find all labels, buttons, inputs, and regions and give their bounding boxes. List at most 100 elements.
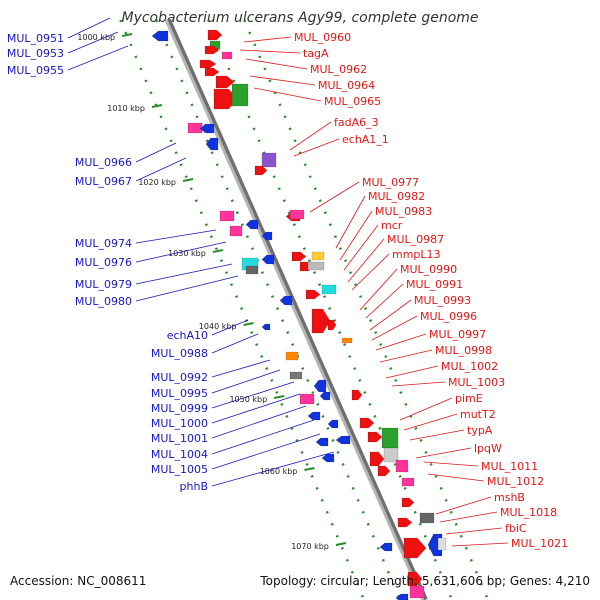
gene-arrow — [229, 225, 243, 237]
gene-arrow — [204, 45, 220, 55]
left-gene-label: MUL_0974 — [75, 237, 132, 250]
scale-tick-label: 1050 kbp — [229, 395, 267, 404]
right-gene-label: MUL_0997 — [429, 328, 486, 341]
gene-arrow — [187, 122, 203, 134]
right-leader-line — [391, 381, 446, 387]
left-leader-line — [211, 419, 315, 455]
right-gene-label: MUL_1002 — [441, 360, 498, 373]
gene-arrow — [327, 319, 337, 331]
right-gene-label: fadA6_3 — [334, 116, 379, 129]
right-leader-line — [289, 121, 332, 151]
right-outer-track — [243, 19, 490, 600]
scale-tick-mark — [212, 249, 224, 253]
left-gene-label: MUL_1001 — [151, 432, 208, 445]
left-inner-track — [155, 19, 402, 600]
right-gene-label: MUL_0987 — [387, 233, 444, 246]
left-leader-line — [211, 333, 259, 354]
left-gene-label: MUL_0955 — [7, 64, 64, 77]
gene-arrow — [219, 210, 235, 222]
right-gene-label: mshB — [494, 491, 525, 504]
left-gene-label: MUL_0979 — [75, 278, 132, 291]
gene-arrow — [401, 497, 415, 508]
right-gene-label: MUL_0996 — [420, 310, 477, 323]
right-gene-label: MUL_0998 — [435, 344, 492, 357]
gene-arrow — [351, 389, 363, 401]
gene-arrow — [409, 585, 425, 599]
gene-arrow — [261, 254, 275, 265]
left-gene-label: MUL_0966 — [75, 156, 132, 169]
gene-arrow — [315, 437, 329, 447]
gene-arrow — [261, 152, 277, 168]
scale-tick-label: 1030 kbp — [168, 249, 206, 258]
right-gene-label: mutT2 — [460, 408, 496, 421]
right-gene-label: MUL_0993 — [414, 294, 471, 307]
right-leader-line — [379, 349, 433, 363]
right-gene-label: MUL_0964 — [318, 79, 375, 92]
left-leader-line — [135, 229, 217, 244]
left-gene-label: MUL_1000 — [151, 417, 208, 430]
gene-arrow — [321, 284, 337, 295]
right-leader-line — [371, 315, 418, 341]
right-leader-line — [343, 224, 379, 271]
right-gene-label: MUL_1018 — [500, 506, 557, 519]
left-leader-line — [67, 45, 129, 71]
right-gene-label: MUL_0983 — [375, 205, 432, 218]
gene-arrow — [369, 451, 385, 467]
left-gene-label: MUL_0992 — [151, 371, 208, 384]
backbone-shadow — [165, 18, 428, 600]
right-leader-line — [423, 461, 479, 467]
right-leader-line — [351, 253, 390, 291]
topology-text: Topology: circular; Length: 5,631,606 bp… — [260, 574, 590, 588]
accession-text: Accession: NC_008611 — [10, 574, 147, 588]
gene-arrow — [395, 593, 409, 600]
gene-arrow — [341, 337, 353, 344]
right-gene-label: MUL_0982 — [368, 190, 425, 203]
gene-arrow — [313, 379, 327, 393]
right-leader-line — [375, 333, 427, 351]
left-gene-label: MUL_0999 — [151, 402, 208, 415]
gene-arrow — [291, 251, 307, 262]
gene-arrow — [254, 165, 268, 176]
scale-tick-mark — [243, 322, 254, 326]
right-gene-label: tagA — [303, 47, 329, 60]
left-outer-track — [119, 19, 366, 600]
gene-arrow — [311, 308, 331, 334]
left-gene-label: MUL_1005 — [151, 463, 208, 476]
gene-arrow — [379, 542, 393, 552]
right-leader-line — [309, 181, 360, 213]
left-leader-line — [135, 157, 187, 182]
left-leader-line — [135, 275, 239, 302]
right-leader-line — [369, 299, 412, 331]
right-gene-label: MUL_0977 — [362, 176, 419, 189]
scale-tick-label: 1040 kbp — [199, 322, 237, 331]
left-leader-line — [211, 393, 301, 424]
gene-arrow — [261, 231, 273, 241]
gene-arrow — [245, 219, 259, 230]
right-gene-label: MUL_0962 — [310, 63, 367, 76]
right-gene-label: fbiC — [505, 522, 527, 535]
right-leader-line — [239, 49, 301, 54]
right-gene-label: MUL_0965 — [324, 95, 381, 108]
right-leader-line — [365, 283, 404, 319]
gene-arrow — [307, 261, 325, 271]
gene-arrow — [419, 512, 435, 524]
gene-arrow — [401, 477, 415, 487]
right-leader-line — [293, 138, 340, 157]
right-leader-line — [409, 429, 465, 441]
gene-arrow — [151, 30, 169, 42]
right-gene-label: MUL_1012 — [487, 475, 544, 488]
right-leader-line — [347, 238, 385, 283]
gene-arrow — [359, 417, 375, 429]
right-leader-line — [249, 75, 316, 86]
right-gene-label: pimE — [455, 392, 483, 405]
right-leader-line — [385, 365, 439, 379]
right-leader-line — [403, 413, 458, 431]
map-title: Mycobacterium ulcerans Agy99, complete g… — [121, 10, 479, 26]
left-gene-label: MUL_0980 — [75, 295, 132, 308]
scale-tick-label: 1000 kbp — [77, 33, 115, 42]
left-leader-line — [211, 405, 307, 439]
gene-arrow — [307, 411, 321, 421]
gene-arrow — [261, 323, 271, 331]
left-gene-label: MUL_0951 — [7, 32, 64, 45]
